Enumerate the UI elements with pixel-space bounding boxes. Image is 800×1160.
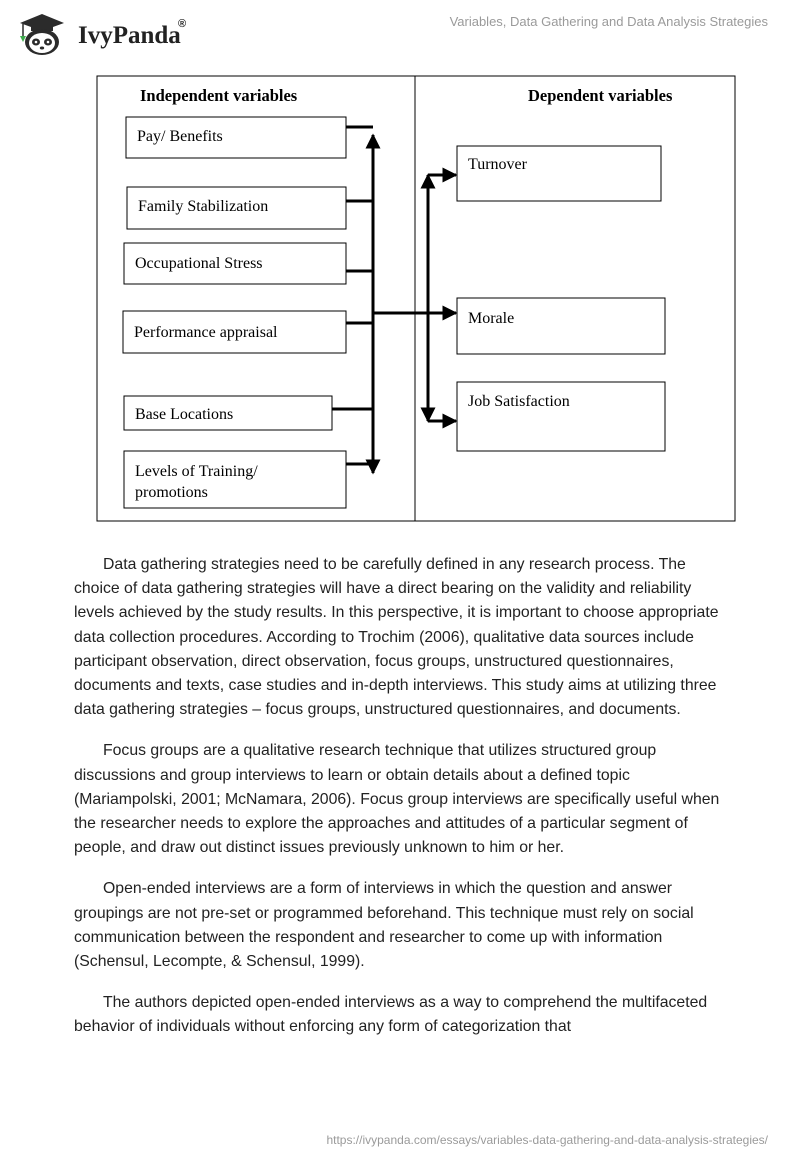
dependent-heading: Dependent variables [528, 86, 673, 105]
independent-label: Family Stabilization [138, 198, 268, 215]
dependent-box-morale: Morale [456, 297, 666, 355]
brand-name[interactable]: IvyPanda [78, 22, 181, 49]
independent-label: Performance appraisal [134, 324, 278, 341]
variables-diagram: Independent variables Dependent variable… [96, 75, 736, 522]
essay-body: Data gathering strategies need to be car… [74, 553, 726, 1057]
paragraph: Focus groups are a qualitative research … [74, 742, 720, 857]
document-title: Variables, Data Gathering and Data Analy… [449, 14, 768, 29]
independent-label: Occupational Stress [135, 255, 263, 272]
diagram-frame [96, 75, 736, 522]
dependent-box-turnover: Turnover [456, 145, 662, 202]
independent-heading: Independent variables [140, 86, 298, 105]
independent-label: Pay/ Benefits [137, 128, 223, 145]
page-header: IvyPanda ® Variables, Data Gathering and… [0, 0, 800, 60]
variables-diagram-svg: Independent variables Dependent variable… [96, 75, 736, 522]
paragraph: Open-ended interviews are a form of inte… [74, 880, 694, 971]
footer-url-link[interactable]: https://ivypanda.com/essays/variables-da… [326, 1133, 768, 1147]
dependent-label: Morale [468, 310, 514, 327]
independent-label: Levels of Training/ [135, 463, 258, 480]
dependent-label: Turnover [468, 156, 528, 173]
independent-box-performance: Performance appraisal [122, 310, 347, 354]
dependent-box-job-satisfaction: Job Satisfaction [456, 381, 666, 452]
independent-box-pay: Pay/ Benefits [125, 116, 347, 159]
independent-box-base: Base Locations [123, 395, 333, 431]
registered-mark: ® [178, 18, 187, 30]
paragraph: Data gathering strategies need to be car… [74, 556, 719, 719]
paragraph: The authors depicted open-ended intervie… [74, 994, 708, 1036]
connector-lines [332, 125, 458, 475]
independent-box-stress: Occupational Stress [123, 242, 347, 285]
independent-label: Base Locations [135, 406, 233, 423]
independent-box-family: Family Stabilization [126, 186, 347, 230]
independent-box-training: Levels of Training/ promotions [123, 450, 347, 509]
panda-logo-icon[interactable] [14, 10, 70, 56]
dependent-label: Job Satisfaction [468, 393, 570, 410]
independent-label: promotions [135, 484, 208, 501]
